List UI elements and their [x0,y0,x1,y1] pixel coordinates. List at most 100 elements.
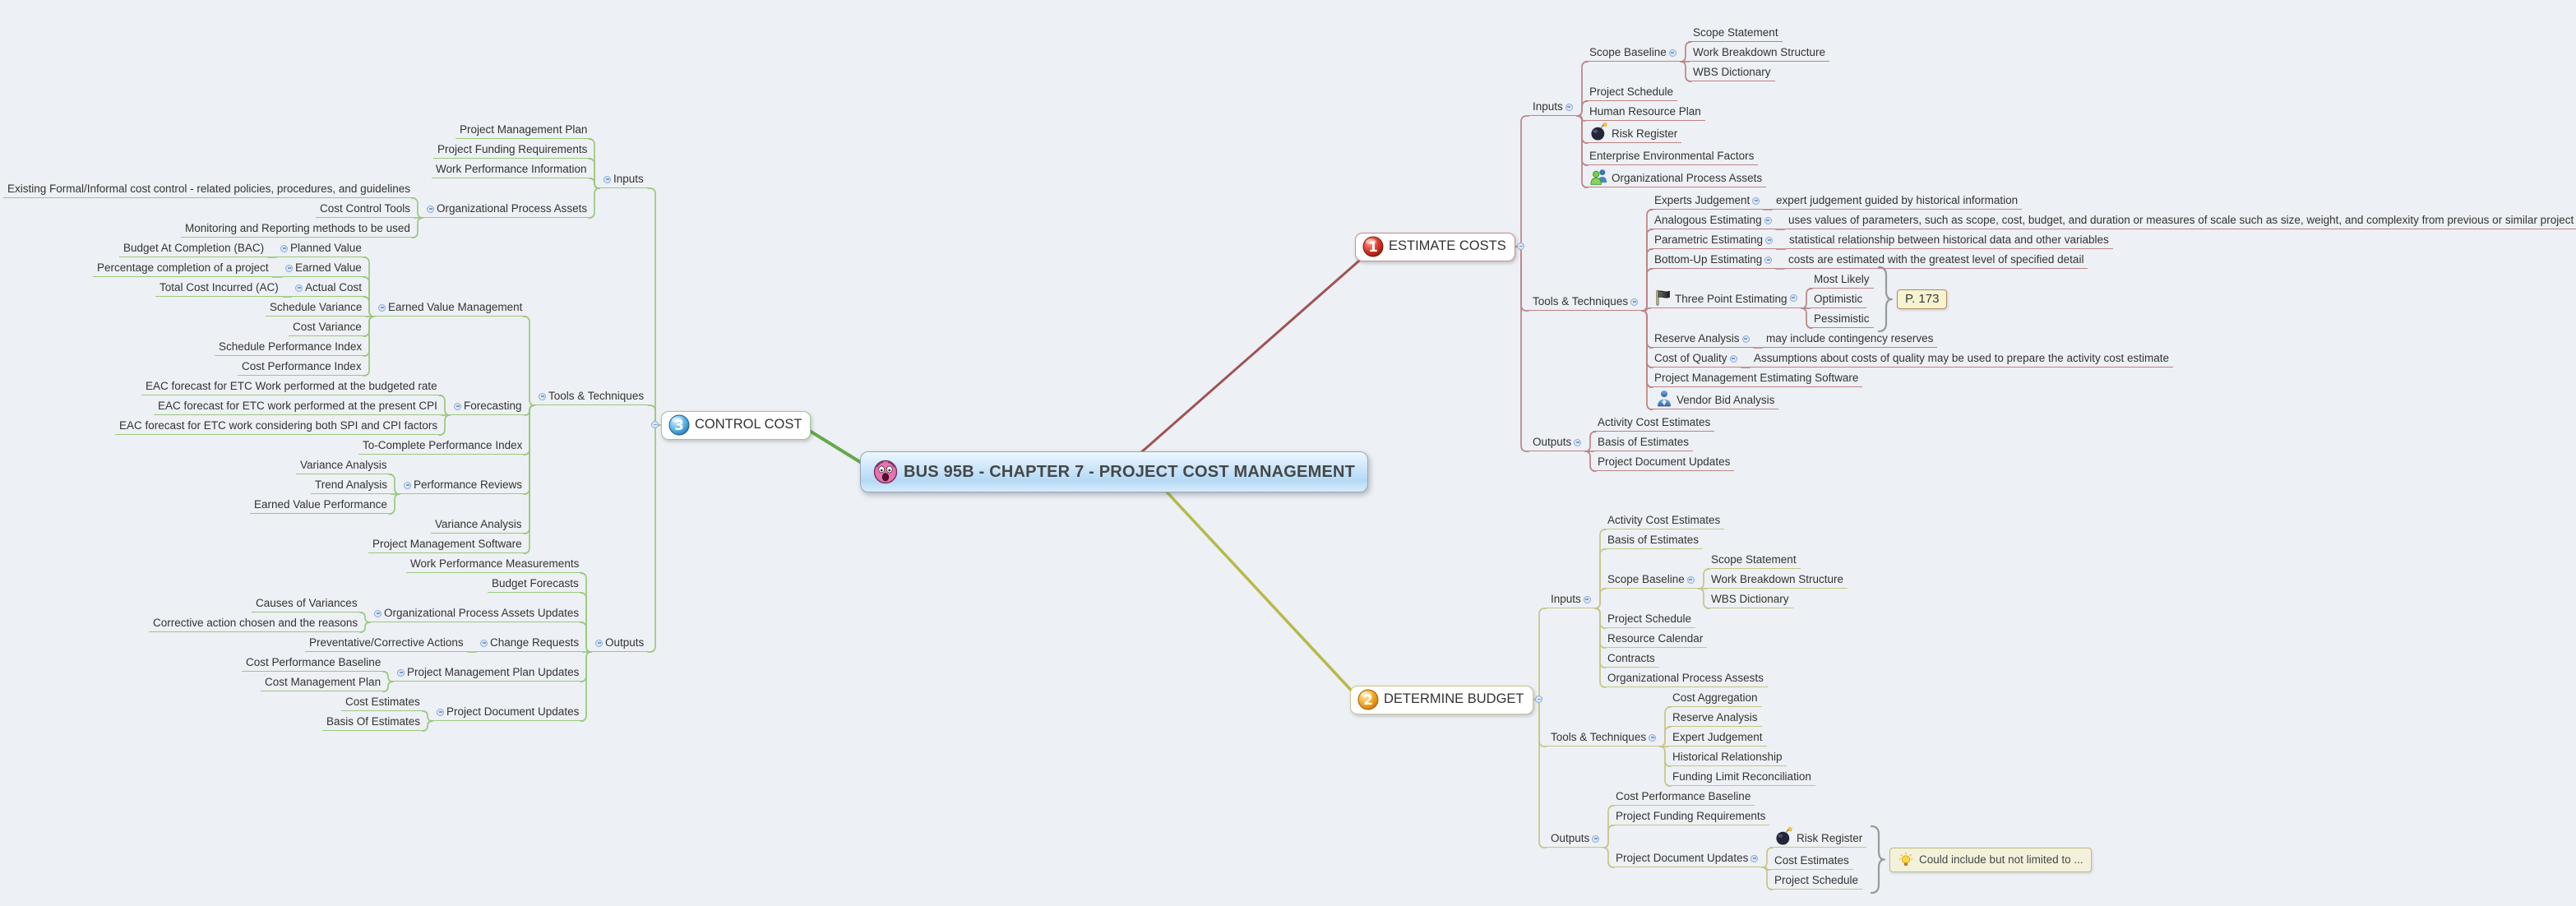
node-eac-forecast-for-etc-work-considering-both[interactable]: EAC forecast for ETC work considering bo… [115,418,442,435]
node-existing-formal-informal-cost-control-rela[interactable]: Existing Formal/Informal cost control - … [3,182,414,198]
node-work-performance-measurements[interactable]: Work Performance Measurements [406,557,584,573]
node-project-management-software[interactable]: Project Management Software [368,537,526,553]
node-project-funding-requirements[interactable]: Project Funding Requirements [433,142,592,159]
node-bottom-up-estimating[interactable]: Bottom-Up Estimating [1650,252,1777,269]
collapse-toggle[interactable] [1764,256,1773,264]
node-project-management-plan-updates[interactable]: Project Management Plan Updates [393,665,584,682]
collapse-toggle[interactable] [1668,49,1676,57]
node-basis-of-estimates[interactable]: Basis of Estimates [1603,533,1704,549]
node-tools-techniques[interactable]: Tools & Techniques [534,389,649,405]
collapse-toggle[interactable] [1565,103,1573,111]
node-cost-management-plan[interactable]: Cost Management Plan [261,675,386,691]
node-tools-techniques[interactable]: Tools & Techniques [1547,730,1661,747]
collapse-toggle[interactable] [437,708,444,716]
node-cost-estimates[interactable]: Cost Estimates [341,695,424,711]
node-cost-aggregation[interactable]: Cost Aggregation [1668,691,1762,707]
node-project-schedule[interactable]: Project Schedule [1585,85,1678,101]
node-actual-cost[interactable]: Actual Cost [291,280,367,297]
node-work-performance-information[interactable]: Work Performance Information [432,162,591,178]
node-project-management-plan[interactable]: Project Management Plan [456,122,592,139]
node-statistical-relationship-between-historica[interactable]: statistical relationship between histori… [1785,233,2113,249]
node-outputs[interactable]: Outputs [591,636,649,652]
node-budget-forecasts[interactable]: Budget Forecasts [488,576,583,593]
collapse-toggle[interactable] [1574,438,1582,446]
collapse-toggle[interactable] [1764,216,1772,224]
collapse-toggle[interactable] [404,481,411,489]
collapse-toggle[interactable] [651,421,659,428]
node-assumptions-about-costs-of-quality-may-be-[interactable]: Assumptions about costs of quality may b… [1750,351,2174,367]
collapse-toggle[interactable] [1592,834,1600,843]
node-resource-calendar[interactable]: Resource Calendar [1603,631,1708,648]
node-may-include-contingency-reserves[interactable]: may include contingency reserves [1762,331,1938,348]
collapse-toggle[interactable] [1686,575,1695,584]
collapse-toggle[interactable] [1649,733,1657,742]
node-project-schedule[interactable]: Project Schedule [1603,612,1696,628]
node-cost-of-quality[interactable]: Cost of Quality [1650,351,1741,367]
collapse-toggle[interactable] [1535,696,1542,703]
node-pessimistic[interactable]: Pessimistic [1810,312,1874,328]
collapse-toggle[interactable] [539,392,546,400]
node-funding-limit-reconciliation[interactable]: Funding Limit Reconciliation [1668,770,1815,786]
node-tools-techniques[interactable]: Tools & Techniques [1528,294,1643,311]
node-trend-analysis[interactable]: Trend Analysis [311,478,392,494]
node-cost-variance[interactable]: Cost Variance [289,320,366,336]
node-eac-forecast-for-etc-work-performed-at-the[interactable]: EAC forecast for ETC Work performed at t… [141,379,442,395]
node-budget-at-completion-bac[interactable]: Budget At Completion (BAC) [119,241,269,257]
node-cost-estimates[interactable]: Cost Estimates [1770,853,1853,870]
node-wbs-dictionary[interactable]: WBS Dictionary [1707,592,1793,608]
node-expert-judgement[interactable]: Expert Judgement [1668,730,1767,747]
collapse-toggle[interactable] [427,205,434,213]
node-planned-value[interactable]: Planned Value [276,241,366,257]
node-total-cost-incurred-ac[interactable]: Total Cost Incurred (AC) [155,280,283,297]
collapse-toggle[interactable] [1765,236,1774,244]
node-monitoring-and-reporting-methods-to-be-use[interactable]: Monitoring and Reporting methods to be u… [181,221,414,238]
node-outputs[interactable]: Outputs [1547,831,1604,848]
node-project-schedule[interactable]: Project Schedule [1770,873,1863,890]
node-vendor-bid-analysis[interactable]: Vendor Bid Analysis [1650,388,1779,409]
node-preventative-corrective-actions[interactable]: Preventative/Corrective Actions [305,636,468,652]
collapse-toggle[interactable] [1741,335,1750,343]
node-enterprise-environmental-factors[interactable]: Enterprise Environmental Factors [1585,149,1759,165]
node-costs-are-estimated-with-the-greatest-leve[interactable]: costs are estimated with the greatest le… [1784,252,2088,269]
collapse-toggle[interactable] [595,639,603,647]
collapse-toggle[interactable] [1729,354,1737,363]
node-analogous-estimating[interactable]: Analogous Estimating [1650,213,1776,229]
node-work-breakdown-structure[interactable]: Work Breakdown Structure [1707,572,1848,589]
node-optimistic[interactable]: Optimistic [1810,292,1867,308]
collapse-toggle[interactable] [374,609,382,617]
node-schedule-variance[interactable]: Schedule Variance [266,300,367,317]
node-outputs[interactable]: Outputs [1528,435,1586,451]
node-change-requests[interactable]: Change Requests [476,636,584,652]
node-variance-analysis[interactable]: Variance Analysis [431,517,526,534]
node-earned-value[interactable]: Earned Value [281,261,366,277]
collapse-toggle[interactable] [280,244,288,252]
node-cost-performance-baseline[interactable]: Cost Performance Baseline [1612,789,1755,806]
node-project-document-updates[interactable]: Project Document Updates [1612,851,1763,867]
collapse-toggle[interactable] [285,264,293,272]
node-reserve-analysis[interactable]: Reserve Analysis [1650,331,1754,348]
node-activity-cost-estimates[interactable]: Activity Cost Estimates [1593,415,1715,432]
collapse-toggle[interactable] [480,639,488,647]
node-work-breakdown-structure[interactable]: Work Breakdown Structure [1689,45,1830,62]
node-performance-reviews[interactable]: Performance Reviews [400,478,527,494]
node-organizational-process-assests[interactable]: Organizational Process Assests [1603,671,1768,687]
node-inputs[interactable]: Inputs [1547,592,1595,608]
node-expert-judgement-guided-by-historical-info[interactable]: expert judgement guided by historical in… [1772,193,2023,210]
node-wbs-dictionary[interactable]: WBS Dictionary [1689,65,1775,81]
node-earned-value-performance[interactable]: Earned Value Performance [250,497,391,514]
node-organizational-process-assets[interactable]: Organizational Process Assets [423,201,592,218]
node-project-document-updates[interactable]: Project Document Updates [432,705,584,721]
node-organizational-process-assets[interactable]: Organizational Process Assets [1585,166,1767,187]
node-corrective-action-chosen-and-the-reasons[interactable]: Corrective action chosen and the reasons [149,616,363,632]
node-risk-register[interactable]: Risk Register [1585,122,1682,143]
node-human-resource-plan[interactable]: Human Resource Plan [1585,104,1705,121]
node-three-point-estimating[interactable]: Three Point Estimating [1650,289,1801,308]
node-risk-register[interactable]: Risk Register [1770,826,1867,848]
node-causes-of-variances[interactable]: Causes of Variances [252,596,362,612]
node-cost-performance-index[interactable]: Cost Performance Index [238,359,366,376]
node-scope-statement[interactable]: Scope Statement [1707,552,1801,569]
node-contracts[interactable]: Contracts [1603,651,1659,668]
